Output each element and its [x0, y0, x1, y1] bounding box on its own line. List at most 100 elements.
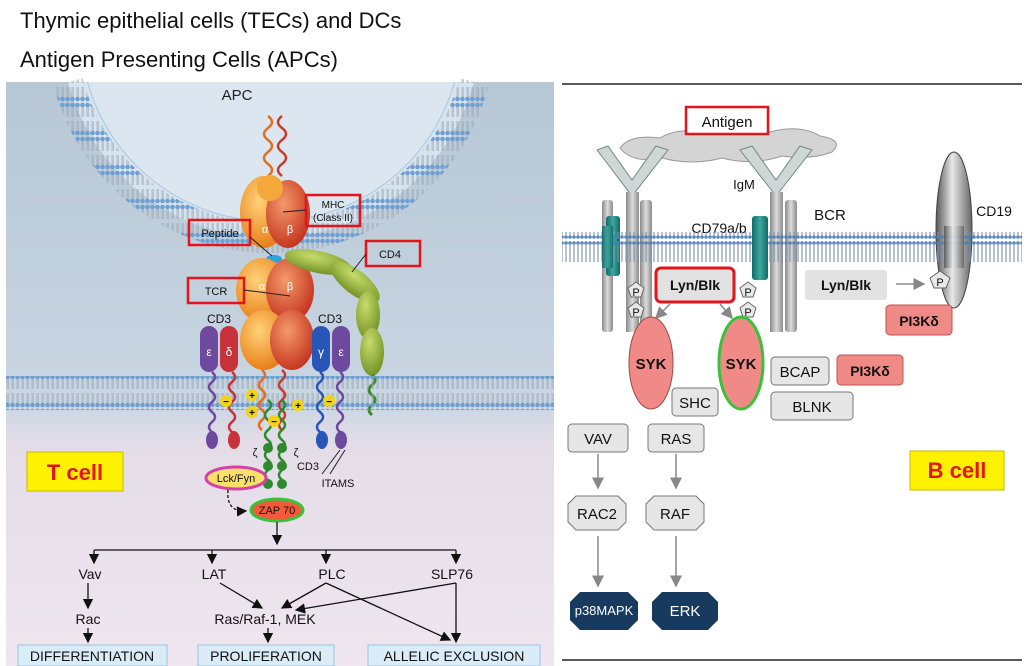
- pi3k-label-1: PI3Kδ: [899, 313, 939, 329]
- lyn-blk-label-1: Lyn/Blk: [670, 277, 720, 293]
- syk-label-2: SYK: [726, 356, 757, 373]
- raf-label: RAF: [660, 506, 690, 523]
- t-cell-label: T cell: [47, 460, 103, 485]
- cd3-right: γ ε CD3: [312, 312, 350, 372]
- blnk-label: BLNK: [792, 399, 831, 416]
- title-line-1: Thymic epithelial cells (TECs) and DCs: [20, 8, 402, 33]
- antigen-label: Antigen: [702, 114, 753, 131]
- shc-label: SHC: [679, 395, 711, 412]
- svg-text:−: −: [326, 397, 332, 408]
- erk-node: [652, 592, 718, 630]
- ras-label: RAS: [661, 431, 692, 448]
- title-line-2: Antigen Presenting Cells (APCs): [20, 47, 338, 72]
- lyn-blk-label-2: Lyn/Blk: [821, 277, 871, 293]
- bcap-label: BCAP: [780, 364, 821, 381]
- p38mapk-label: p38MAPK: [575, 603, 634, 618]
- lyn-blk-node-2: [805, 270, 887, 300]
- mhc-molecule: α β: [240, 175, 310, 263]
- igm-label: IgM: [733, 177, 755, 192]
- phospho-sites: P P P P P: [627, 270, 951, 319]
- vav-label: VAV: [584, 431, 612, 448]
- cd3-delta: δ: [226, 345, 233, 359]
- p-site-4: P: [744, 307, 751, 319]
- p-site-3: P: [744, 287, 751, 299]
- t-cell-signaling-tree: [82, 522, 462, 644]
- p38mapk-node: [570, 592, 638, 630]
- lck-fyn-node: [204, 465, 268, 491]
- plc-label: PLC: [318, 566, 345, 582]
- bcap-node: [770, 356, 830, 386]
- tcr-molecule: α β: [236, 258, 314, 370]
- antigen-box: [684, 105, 770, 136]
- cd4-molecule: [284, 249, 384, 417]
- cd3-right-label: CD3: [318, 312, 342, 326]
- syk-node-2: [717, 315, 765, 411]
- t-cell-pathway-nodes: Vav LAT PLC SLP76 Rac Ras/Raf-1, MEK: [76, 566, 474, 627]
- t-cell-panel: APC α β α β: [6, 78, 554, 666]
- antigen-cloud: [619, 126, 837, 163]
- cd3-lower-label: CD3: [297, 461, 319, 473]
- blnk-node: [770, 391, 854, 421]
- pi3k-node-2: [836, 354, 904, 386]
- cd3-epsilon-right: ε: [338, 345, 344, 359]
- mhc-stalk: [262, 115, 288, 177]
- b-cell-panel: Antigen IgM CD79a/b BCR CD19 P: [562, 83, 1022, 661]
- zeta-left: ζ: [253, 447, 258, 459]
- tcr-alpha: α: [259, 281, 266, 293]
- p-site-cd19: P: [936, 277, 943, 289]
- svg-text:−: −: [271, 417, 277, 428]
- t-cell-label-box: [26, 451, 124, 492]
- outcome-proliferation: PROLIFERATION: [210, 648, 322, 664]
- svg-text:−: −: [223, 397, 229, 408]
- svg-text:+: +: [249, 391, 255, 402]
- mhc-alpha: α: [262, 224, 269, 236]
- cd19-label: CD19: [976, 203, 1012, 219]
- cd3-epsilon-left: ε: [206, 345, 212, 359]
- bcr-label: BCR: [814, 207, 846, 224]
- ras-node: [647, 423, 705, 453]
- outcome-differentiation: DIFFERENTIATION: [30, 648, 154, 664]
- membrane-charges: − + + + − −: [220, 389, 335, 428]
- label-pointers: [243, 209, 367, 297]
- cd4-label: CD4: [379, 249, 401, 261]
- mhc-beta: β: [287, 224, 293, 236]
- rac2-node: [567, 495, 627, 531]
- mhc-label-2: (Class II): [313, 213, 353, 224]
- apc-label: APC: [222, 87, 253, 104]
- tcr-beta: β: [287, 281, 293, 293]
- outcome-allelic-exclusion: ALLELIC EXCLUSION: [384, 648, 525, 664]
- mhc-label-1: MHC: [322, 200, 345, 211]
- zeta-right: ζ: [294, 447, 299, 459]
- ras-raf-label: Ras/Raf-1, MEK: [214, 611, 316, 627]
- svg-text:+: +: [295, 401, 301, 412]
- itam-beads: [206, 431, 347, 489]
- cd3-left-label: CD3: [207, 312, 231, 326]
- vav-label: Vav: [78, 566, 101, 582]
- syk-node-1: [628, 316, 674, 410]
- erk-label: ERK: [670, 603, 701, 620]
- lck-fyn-label: Lck/Fyn: [217, 473, 256, 485]
- vav-node: [567, 423, 629, 453]
- tcr-label: TCR: [205, 286, 228, 298]
- syk-label-1: SYK: [636, 356, 667, 373]
- t-cell-outcomes: DIFFERENTIATION PROLIFERATION ALLELIC EX…: [17, 644, 541, 666]
- lat-label: LAT: [202, 566, 227, 582]
- pi3k-node-1: [885, 304, 953, 336]
- b-cell-label-box: [909, 450, 1005, 491]
- zap70-label: ZAP 70: [259, 505, 296, 517]
- b-cell-label: B cell: [928, 458, 987, 483]
- pi3k-label-2: PI3Kδ: [850, 363, 890, 379]
- rac-label: Rac: [76, 611, 101, 627]
- p-site-1: P: [632, 287, 639, 299]
- itams-label: ITAMS: [322, 478, 355, 490]
- cd3-gamma: γ: [318, 345, 324, 359]
- rac2-label: RAC2: [577, 506, 617, 523]
- p-site-2: P: [632, 307, 639, 319]
- lyn-blk-node-1: [654, 266, 736, 304]
- zap70-node: [249, 497, 305, 523]
- raf-node: [645, 495, 705, 531]
- shc-node: [671, 387, 719, 417]
- peptide-label: Peptide: [201, 228, 238, 240]
- svg-text:+: +: [249, 408, 255, 419]
